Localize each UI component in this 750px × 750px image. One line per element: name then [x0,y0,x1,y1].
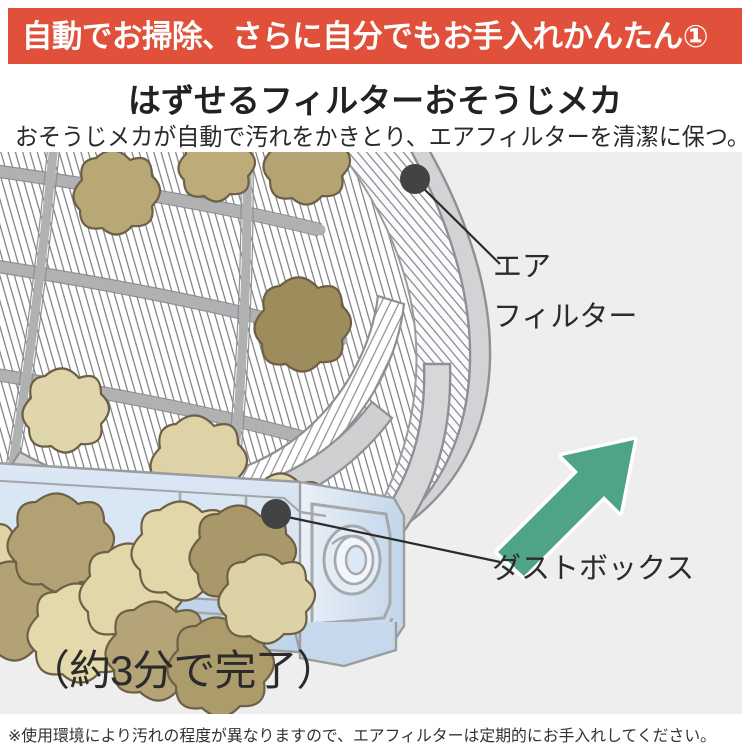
dustbox-motor-housing [298,480,406,668]
air-filter-leader-line [414,179,501,265]
dirt-blob [177,152,257,203]
completion-time-note: （約3分で完了） [28,647,338,694]
fan-spiral-icon [322,524,382,596]
page-title: はずせるフィルターおそうじメカ [127,82,623,119]
airflow-arrow [494,436,638,580]
appliance-diagram [0,152,742,714]
dirt-blob [262,152,352,206]
air-filter-marker-dot [400,164,430,194]
illustration-stage [0,152,742,714]
page-subtitle: おそうじメカが自動で汚れをかきとり、エアフィルターを清潔に保つ。 [15,124,750,151]
header-banner-text: 自動でお掃除、さらに自分でもお手入れかんたん① [21,18,709,54]
dirt-in-dustbox [0,492,317,714]
callout-dust-box: ダストボックス [492,553,695,585]
dust-box-marker-dot [261,499,291,529]
callout-air-filter-line2: フィルター [493,301,638,333]
dirt-blob [253,276,353,373]
callout-air-filter-line1: エア [493,251,552,283]
dirt-blob [21,367,111,454]
dust-box-leader-line [277,513,501,564]
header-banner: 自動でお掃除、さらに自分でもお手入れかんたん① [8,8,742,64]
footnote-text: ※使用環境により汚れの程度が異なりますので、エアフィルターは定期的にお手入れして… [8,728,717,745]
dirt-blob [72,152,162,236]
